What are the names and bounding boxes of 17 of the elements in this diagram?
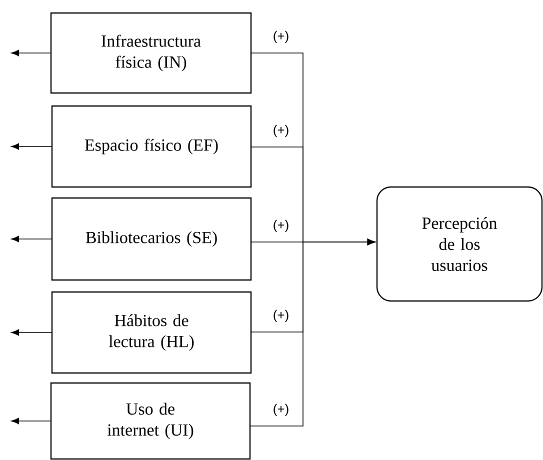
factor-box: Uso de internet (UI) — [50, 382, 251, 460]
edge-label: (+) — [272, 218, 290, 234]
edge-label: (+) — [272, 308, 290, 324]
arrow — [11, 50, 51, 56]
edge-label: (+) — [272, 402, 290, 418]
edge-label: (+) — [272, 124, 290, 138]
factor-box: Infraestructura física (IN) — [50, 12, 252, 94]
arrow — [11, 236, 52, 242]
arrow — [11, 329, 52, 336]
arrow — [11, 143, 52, 150]
factor-box: Bibliotecarios (SE) — [51, 197, 252, 281]
rounded-box: Percepción de los usuarios — [376, 186, 543, 302]
factor-box: Espacio físico (EF) — [51, 105, 252, 188]
arrow — [11, 418, 51, 424]
connector-arrow — [250, 238, 376, 426]
factor-box: Hábitos de lectura (HL) — [51, 291, 252, 374]
edge-label: (+) — [272, 30, 290, 44]
